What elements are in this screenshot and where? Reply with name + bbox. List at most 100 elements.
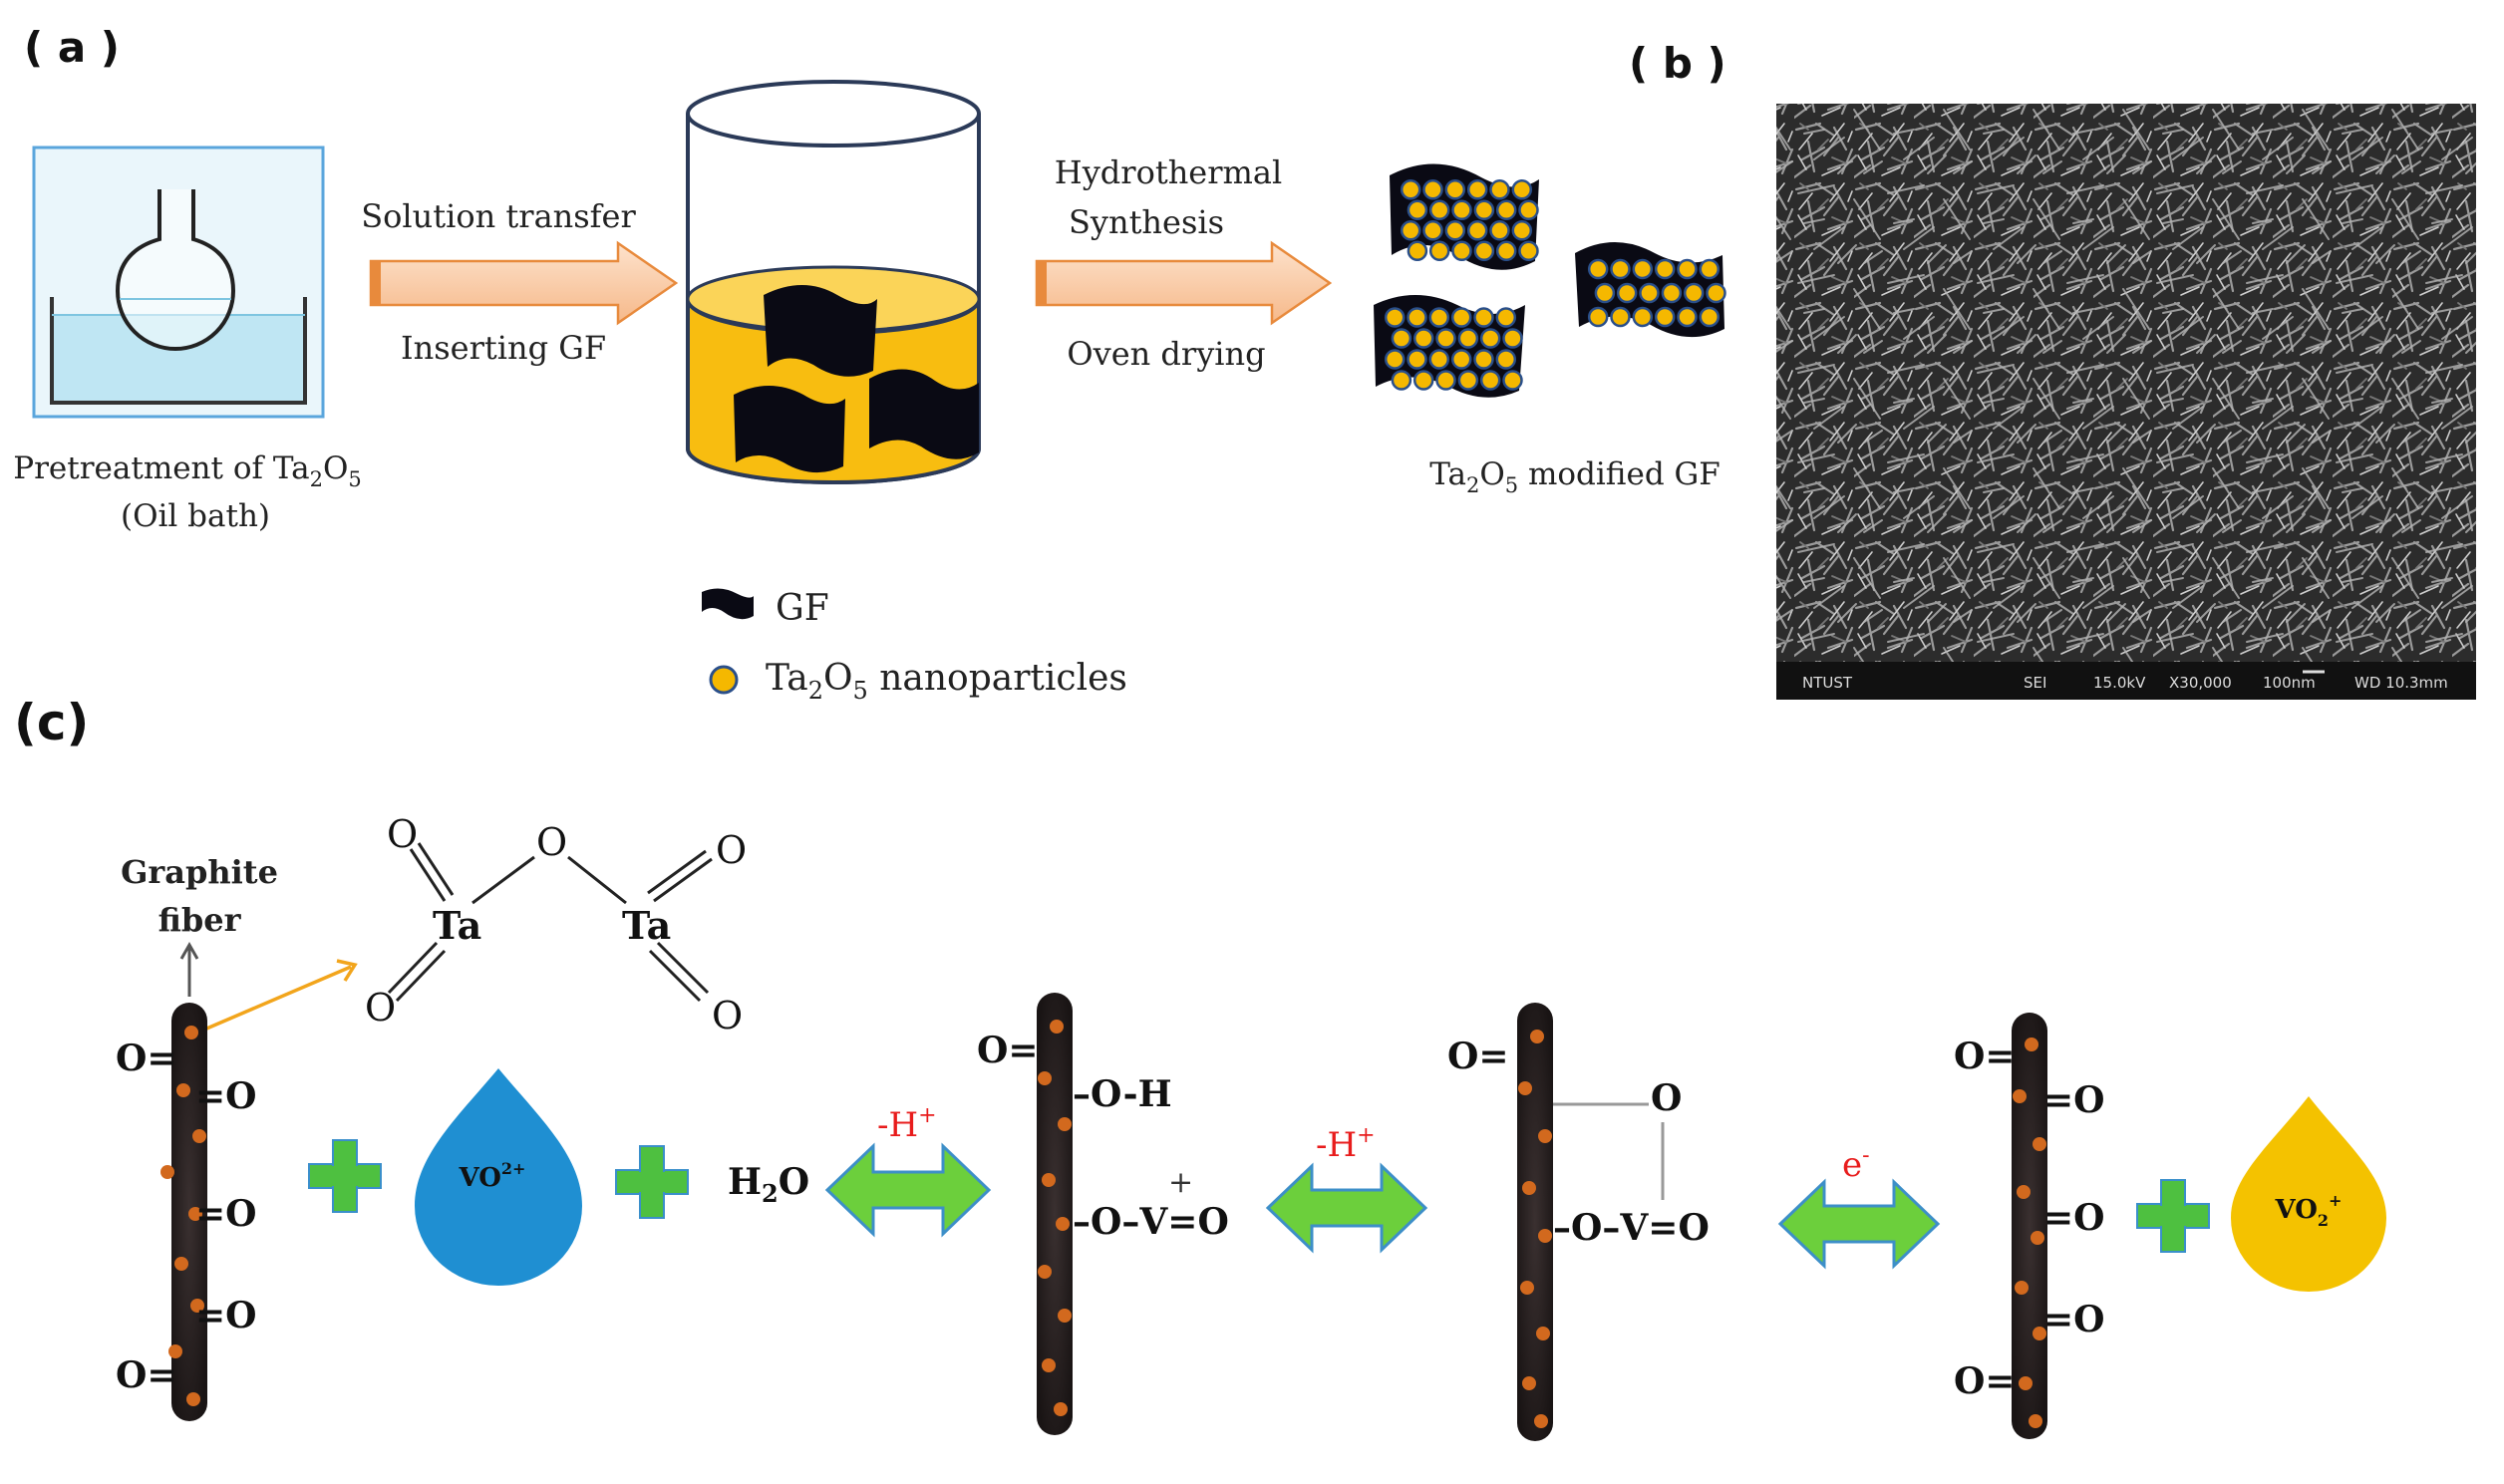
nanoparticle-dot	[1495, 349, 1517, 370]
hydrothermal-label: Hydrothermal	[1055, 153, 1282, 191]
graphite-label-2: fiber	[158, 901, 242, 939]
panel-b-label: ( b )	[1629, 39, 1726, 88]
ovo-group: –O–V=O	[1073, 1201, 1229, 1243]
atom-o-bridge: O	[536, 820, 567, 864]
nanoparticle-dot	[1699, 306, 1721, 328]
nanoparticle-dot	[1391, 370, 1412, 391]
nanoparticle-dot	[1473, 240, 1495, 262]
nanoparticle-dot	[1466, 179, 1488, 200]
beaker-illustration	[686, 80, 981, 484]
panel-c-label: (c)	[14, 694, 89, 751]
nanoparticle-dot	[1610, 258, 1631, 280]
nanoparticle-dot	[1489, 179, 1510, 200]
modified-gf-piece	[1575, 242, 1726, 338]
oil-bath-vessel	[50, 297, 307, 405]
nanoparticle-dot	[1511, 179, 1533, 200]
nanoparticle-dot	[1587, 258, 1609, 280]
bonds	[387, 842, 713, 1003]
ring-o: O	[1651, 1077, 1682, 1119]
sem-label-magnification: X30,000	[2169, 674, 2232, 692]
nanoparticle-dot	[1677, 258, 1698, 280]
process-arrow-1	[369, 240, 679, 326]
pointer-arrow-icon	[336, 959, 358, 982]
h2o-label: H2O	[728, 1161, 809, 1208]
nanoparticle-dot	[1502, 328, 1523, 349]
oven-drying-label: Oven drying	[1067, 335, 1265, 373]
ring-ovo-group: –O–V=O	[1553, 1207, 1710, 1249]
round-bottom-flask	[115, 189, 236, 351]
plus-charge: +	[1168, 1165, 1193, 1200]
nanoparticle-dot	[1594, 282, 1616, 304]
nanoparticle-dot	[1632, 258, 1654, 280]
pretreatment-sub-label: (Oil bath)	[121, 498, 270, 534]
nanoparticle-dot	[1428, 349, 1450, 370]
nanoparticle-dot	[1444, 179, 1466, 200]
nanoparticle-dot	[1495, 240, 1517, 262]
modified-gf-label: Ta2O5 modified GF	[1429, 456, 1721, 497]
nanoparticle-dot	[1428, 240, 1450, 262]
synthesis-label: Synthesis	[1069, 203, 1224, 241]
minus-h-label-2: -H+	[1316, 1123, 1376, 1165]
atom-o: O	[387, 812, 418, 856]
legend-np-label: Ta2O5 nanoparticles	[766, 658, 1127, 705]
nanoparticle-dot	[1435, 328, 1456, 349]
vo2-product-drop: VO2+	[2231, 1096, 2386, 1292]
nanoparticle-dot	[1407, 240, 1428, 262]
nanoparticle-dot	[1610, 306, 1631, 328]
nanoparticle-dot	[1428, 307, 1450, 328]
nanoparticle-dot	[1473, 307, 1494, 328]
panel-a: ( a ) Pretreatment of Ta2O5 (Oil bath) S…	[13, 23, 1726, 705]
plus-icon	[308, 1139, 382, 1213]
nanoparticle-dot	[1495, 199, 1517, 221]
graphite-fiber-2: O= –O-H –O–V=O +	[977, 993, 1229, 1435]
fiber-dots	[160, 1026, 206, 1406]
panel-b: ( b ) NTUST SEI 15.0kV X30,000 100nm WD …	[1629, 39, 2476, 700]
sem-label-scale: 100nm	[2263, 674, 2316, 692]
nanoparticle-dot	[1654, 258, 1676, 280]
sem-label-mode: SEI	[2024, 674, 2046, 692]
atom-ta-2: Ta	[622, 903, 671, 948]
sem-label-voltage: 15.0kV	[2093, 674, 2146, 692]
nanoparticle-dot	[1422, 179, 1443, 200]
inserting-gf-label: Inserting GF	[401, 329, 606, 367]
fiber-dots	[2013, 1038, 2046, 1428]
equilibrium-arrow-2	[1265, 1162, 1428, 1254]
pointer-line	[196, 965, 352, 1035]
nanoparticle-dot	[1400, 179, 1421, 200]
nanoparticle-dot	[1457, 328, 1479, 349]
electron-label: e-	[1842, 1143, 1870, 1185]
nanoparticle-dot	[1502, 370, 1523, 391]
nanoparticle-dot	[1677, 306, 1698, 328]
nanoparticle-dot	[1616, 282, 1638, 304]
oxo-group: =O	[2043, 1079, 2105, 1121]
nanoparticle-dot	[1683, 282, 1705, 304]
atom-o: O	[712, 994, 743, 1038]
nanoparticle-dot	[1435, 370, 1456, 391]
oxo-group: O=	[977, 1030, 1039, 1071]
oxo-group: O=	[1447, 1036, 1509, 1077]
legend-gf-label: GF	[776, 588, 829, 629]
legend-nanoparticle-swatch	[709, 665, 739, 695]
legend: GF Ta2O5 nanoparticles	[702, 588, 1127, 705]
oh-group: –O-H	[1073, 1073, 1172, 1115]
nanoparticle-dot	[1479, 328, 1501, 349]
nanoparticle-dot	[1384, 307, 1406, 328]
nanoparticle-dot	[1412, 328, 1434, 349]
oxo-group: O=	[116, 1354, 177, 1396]
fiber-dots	[1038, 1020, 1072, 1416]
oxo-group: =O	[2043, 1197, 2105, 1239]
nanoparticle-dot	[1518, 240, 1539, 262]
vo2-product-label: VO2+	[2275, 1191, 2343, 1230]
solution-transfer-label: Solution transfer	[361, 197, 636, 235]
graphite-fiber-4: O= =O =O =O O=	[1954, 1013, 2105, 1439]
atom-ta-1: Ta	[433, 903, 481, 948]
nanoparticle-dot	[1661, 282, 1683, 304]
sem-label-wd: WD 10.3mm	[2354, 674, 2448, 692]
plus-icon	[615, 1145, 689, 1219]
pretreatment-label: Pretreatment of Ta2O5	[13, 450, 362, 491]
nanoparticle-dot	[1444, 220, 1466, 241]
nanoparticle-dot	[1632, 306, 1654, 328]
minus-h-label-1: -H+	[877, 1103, 937, 1145]
legend-gf-swatch	[702, 588, 754, 620]
nanoparticle-dot	[1654, 306, 1676, 328]
